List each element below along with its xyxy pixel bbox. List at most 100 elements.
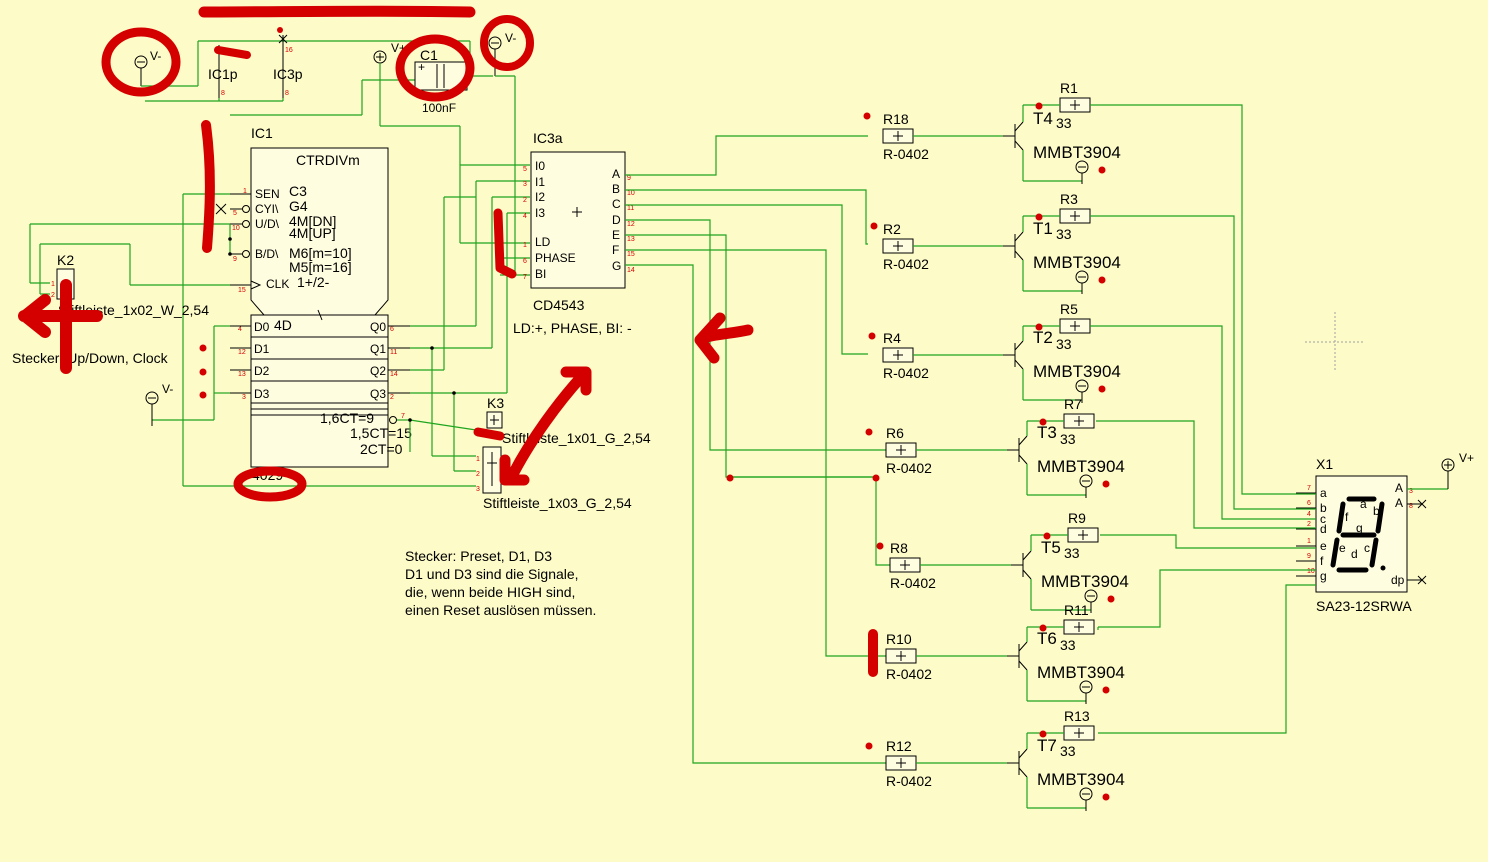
k2-desc: Stecker: Up/Down, Clock <box>12 350 169 366</box>
seg-label-c: c <box>1364 541 1370 555</box>
base-resistor[interactable]: R4R-0402 <box>882 330 929 381</box>
ic1-input-d1: D1 <box>254 342 270 356</box>
emitter-vminus-icon <box>1084 589 1098 613</box>
ic3p-pin16: 16 <box>285 47 293 54</box>
ic3p-pin8: 8 <box>285 90 289 97</box>
ic3a-ref: IC3a <box>533 130 563 146</box>
ic3a-note: LD:+, PHASE, BI: - <box>513 320 632 336</box>
vminus-label-left: V- <box>150 49 161 63</box>
emitter-vminus-icon <box>1075 270 1089 294</box>
x1-pinno-5: 9 <box>1307 553 1311 560</box>
vplus-symbol-right[interactable]: V+ <box>1441 451 1474 489</box>
c1-ref: C1 <box>420 47 438 63</box>
display-x1[interactable]: X1 SA23-12SRWA a b c d e f g a7b6c4d2e1f… <box>1296 456 1448 614</box>
collector-resistor-ref: R7 <box>1064 396 1082 412</box>
ic1-pinno-7: 7 <box>401 413 405 420</box>
k2-ref: K2 <box>57 252 74 268</box>
ic1-pinno-12: 12 <box>238 349 246 356</box>
transistor-ref: T4 <box>1033 109 1053 128</box>
transistor-type: MMBT3904 <box>1037 770 1125 789</box>
seg-label-g: g <box>1356 521 1363 535</box>
ic1-input-d2: D2 <box>254 364 270 378</box>
svg-text:3: 3 <box>476 486 480 493</box>
transistor-ref: T2 <box>1033 328 1053 347</box>
x1-pinno-3: 3 <box>1409 488 1413 495</box>
ic3a-decoder[interactable]: IC3a CD4543 LD:+, PHASE, BI: - I0 I1 I2 … <box>513 130 635 336</box>
base-resistor-value: R-0402 <box>886 460 932 476</box>
svg-text:2: 2 <box>476 471 480 478</box>
note-line-2: D1 und D3 sind die Signale, <box>405 566 579 582</box>
c1-value: 100nF <box>422 101 456 115</box>
ic3a-in-i0: I0 <box>535 159 545 173</box>
collector-resistor-ref: R1 <box>1060 80 1078 96</box>
ic1-pinno-14: 14 <box>390 371 398 378</box>
x1-pinno-1: 6 <box>1307 500 1311 507</box>
base-resistor[interactable]: R2R-0402 <box>882 221 929 272</box>
connector-k1[interactable]: Stiftleiste_1x03_G_2,54 1 2 3 <box>476 446 632 511</box>
seg-label-a: a <box>1360 497 1367 511</box>
ic1-counter[interactable]: IC1 CTRDIVm 4029 <box>250 125 389 483</box>
ic3-power[interactable]: IC3p 16 8 <box>273 27 303 98</box>
base-resistor[interactable]: R6R-0402 <box>885 425 932 476</box>
x1-part: SA23-12SRWA <box>1316 598 1412 614</box>
ic1-ref: IC1 <box>251 125 273 141</box>
collector-resistor[interactable]: R7 33 <box>1060 396 1095 447</box>
collector-resistor-value: 33 <box>1060 431 1076 447</box>
base-resistor[interactable]: R8R-0402 <box>889 540 936 591</box>
connector-k2[interactable]: K2 Stiftleiste_1x02_W_2,54 Stecker: Up/D… <box>12 252 209 366</box>
svg-text:1: 1 <box>476 456 480 463</box>
note-line-1: Stecker: Preset, D1, D3 <box>405 548 552 564</box>
base-resistor-value: R-0402 <box>886 773 932 789</box>
ic3p-label: IC3p <box>273 66 303 82</box>
connector-k3[interactable]: K3 Stiftleiste_1x01_G_2,54 <box>486 395 651 446</box>
vplus-label-right: V+ <box>1459 451 1474 465</box>
ic1-function-labels: C3 G4 4M[DN] 4M[UP] M6[m=10] M5[m=16] 1+… <box>289 183 352 290</box>
transistor-ref: T5 <box>1041 538 1061 557</box>
x1-ref: X1 <box>1316 456 1333 472</box>
red-dots <box>199 112 884 750</box>
seg-label-e: e <box>1339 541 1346 555</box>
ic3a-pinno-13: 13 <box>627 236 635 243</box>
ic3a-out-b: B <box>612 182 620 196</box>
collector-resistor-ref: R3 <box>1060 191 1078 207</box>
capacitor-c1[interactable]: C1 + 100nF <box>414 47 468 115</box>
vminus-symbol-lower[interactable]: V- <box>145 382 173 426</box>
c1-plus: + <box>418 60 425 74</box>
emitter-vminus-icon <box>1079 474 1093 498</box>
ic1-left-pins: SEN CYI\ U/D\ B/D\ CLK 1 5 10 9 15 <box>215 187 289 294</box>
ic1-output-q3: Q3 <box>370 387 386 401</box>
ic1-func-updown: 1+/2- <box>297 274 330 290</box>
x1-pinno-3: 2 <box>1307 521 1311 528</box>
ic3a-pinno-1: 1 <box>523 242 527 249</box>
ic1-data-pins: 4D D0 D1 D2 D3 Q0 Q1 Q2 Q3 4 12 13 3 6 1… <box>230 317 412 457</box>
ic1p-label: IC1p <box>208 66 238 82</box>
ic1-pin-cyi: CYI\ <box>255 202 279 216</box>
ic1-pinno-3: 3 <box>242 394 246 401</box>
ic1-carry-2: 1,5CT=15 <box>350 425 412 441</box>
vminus-symbol-left[interactable]: V- <box>134 49 161 86</box>
base-resistor-ref: R4 <box>883 330 901 346</box>
